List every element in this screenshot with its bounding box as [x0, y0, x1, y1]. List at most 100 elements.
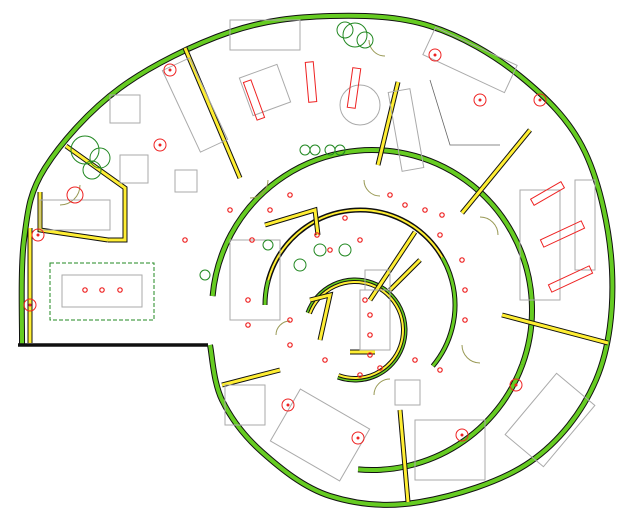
pendant-light-center [538, 98, 542, 102]
plant [299, 144, 311, 156]
inner-ring-yellow [267, 209, 444, 281]
ceiling-light [437, 232, 443, 238]
ceiling-light [314, 232, 320, 238]
furniture-item [359, 289, 391, 351]
pendant-light [281, 398, 295, 412]
pendant-light [509, 378, 523, 392]
ceiling-light [117, 287, 123, 293]
pendant-light [473, 93, 487, 107]
inner-ring-yellow-edge [266, 208, 445, 281]
light-strip [304, 61, 318, 103]
furniture-item [229, 19, 301, 51]
pendant-light-center [168, 68, 172, 72]
partition-wall [501, 313, 609, 345]
partition-wall [368, 231, 417, 301]
furniture-item [387, 88, 425, 172]
plant [338, 243, 352, 257]
partition-wall [264, 208, 320, 236]
light-strip [529, 181, 566, 206]
door-swing [249, 179, 269, 199]
ceiling-light [245, 297, 251, 303]
ceiling-light [342, 215, 348, 221]
plant [342, 22, 368, 48]
plant [293, 258, 307, 272]
ceiling-light [387, 192, 393, 198]
plants [70, 21, 374, 281]
plant [313, 243, 327, 257]
pendant-light-center [478, 98, 482, 102]
ceiling-light [367, 312, 373, 318]
furniture-item [39, 199, 111, 231]
ceiling-light [322, 357, 328, 363]
light-fixtures [23, 48, 594, 445]
furniture-item [422, 26, 518, 94]
plant [356, 31, 374, 49]
pendant-light-center [28, 303, 32, 307]
ceiling-light [367, 332, 373, 338]
ceiling-light [245, 322, 251, 328]
ceiling-light [377, 365, 383, 371]
furniture-item [364, 269, 391, 291]
door-swing [59, 184, 81, 206]
plant [334, 144, 346, 156]
furniture-item [414, 419, 486, 481]
partition-wall [183, 47, 242, 179]
plant [199, 269, 211, 281]
floor-lamp [66, 186, 84, 204]
pendant-light [23, 298, 37, 312]
dining-table-area [49, 262, 155, 321]
partition-wall [376, 81, 400, 166]
ceiling-light [267, 207, 273, 213]
middle-ring-wall-lower [357, 364, 525, 472]
furniture [39, 19, 596, 482]
ceiling-light [437, 367, 443, 373]
pendant-light [455, 428, 469, 442]
pendant-light [31, 228, 45, 242]
door-swing [461, 344, 481, 364]
core-wall-yellow [308, 281, 404, 379]
light-strip [539, 220, 586, 248]
door-swing [368, 39, 386, 57]
ceiling-light [99, 287, 105, 293]
furniture-item [161, 57, 229, 153]
outer-wall [19, 13, 615, 507]
door-swing [373, 378, 391, 396]
ceiling-light [422, 207, 428, 213]
round-table [339, 84, 381, 126]
pendant-light-center [514, 383, 518, 387]
plant [82, 160, 102, 180]
pendant-light [153, 138, 167, 152]
plant [89, 147, 111, 169]
pendant-light-center [286, 403, 290, 407]
ceiling-light [412, 357, 418, 363]
ceiling-light [402, 202, 408, 208]
pendant-light [533, 93, 547, 107]
ceiling-light [439, 212, 445, 218]
furniture-item [119, 154, 149, 184]
partition-wall [398, 409, 410, 503]
furniture-item [574, 179, 596, 271]
furniture-item [174, 169, 198, 193]
stair-line [429, 79, 500, 146]
door-swing [363, 179, 381, 197]
ceiling-light [459, 257, 465, 263]
middle-ring-wall [210, 148, 534, 366]
furniture-item [109, 94, 141, 124]
furniture-item [224, 384, 266, 426]
pendant-light [428, 48, 442, 62]
ceiling-light [462, 287, 468, 293]
light-strip [346, 67, 362, 109]
ceiling-light [327, 247, 333, 253]
ceiling-light [287, 192, 293, 198]
plant [262, 239, 274, 251]
pendant-light-center [460, 433, 464, 437]
ceiling-light [367, 352, 373, 358]
dining-table [61, 274, 143, 308]
ceiling-light [249, 237, 255, 243]
pendant-light-center [356, 436, 360, 440]
furniture-item [238, 63, 292, 117]
light-strip [242, 79, 266, 121]
ceiling-light [227, 207, 233, 213]
partition-wall [460, 129, 532, 214]
